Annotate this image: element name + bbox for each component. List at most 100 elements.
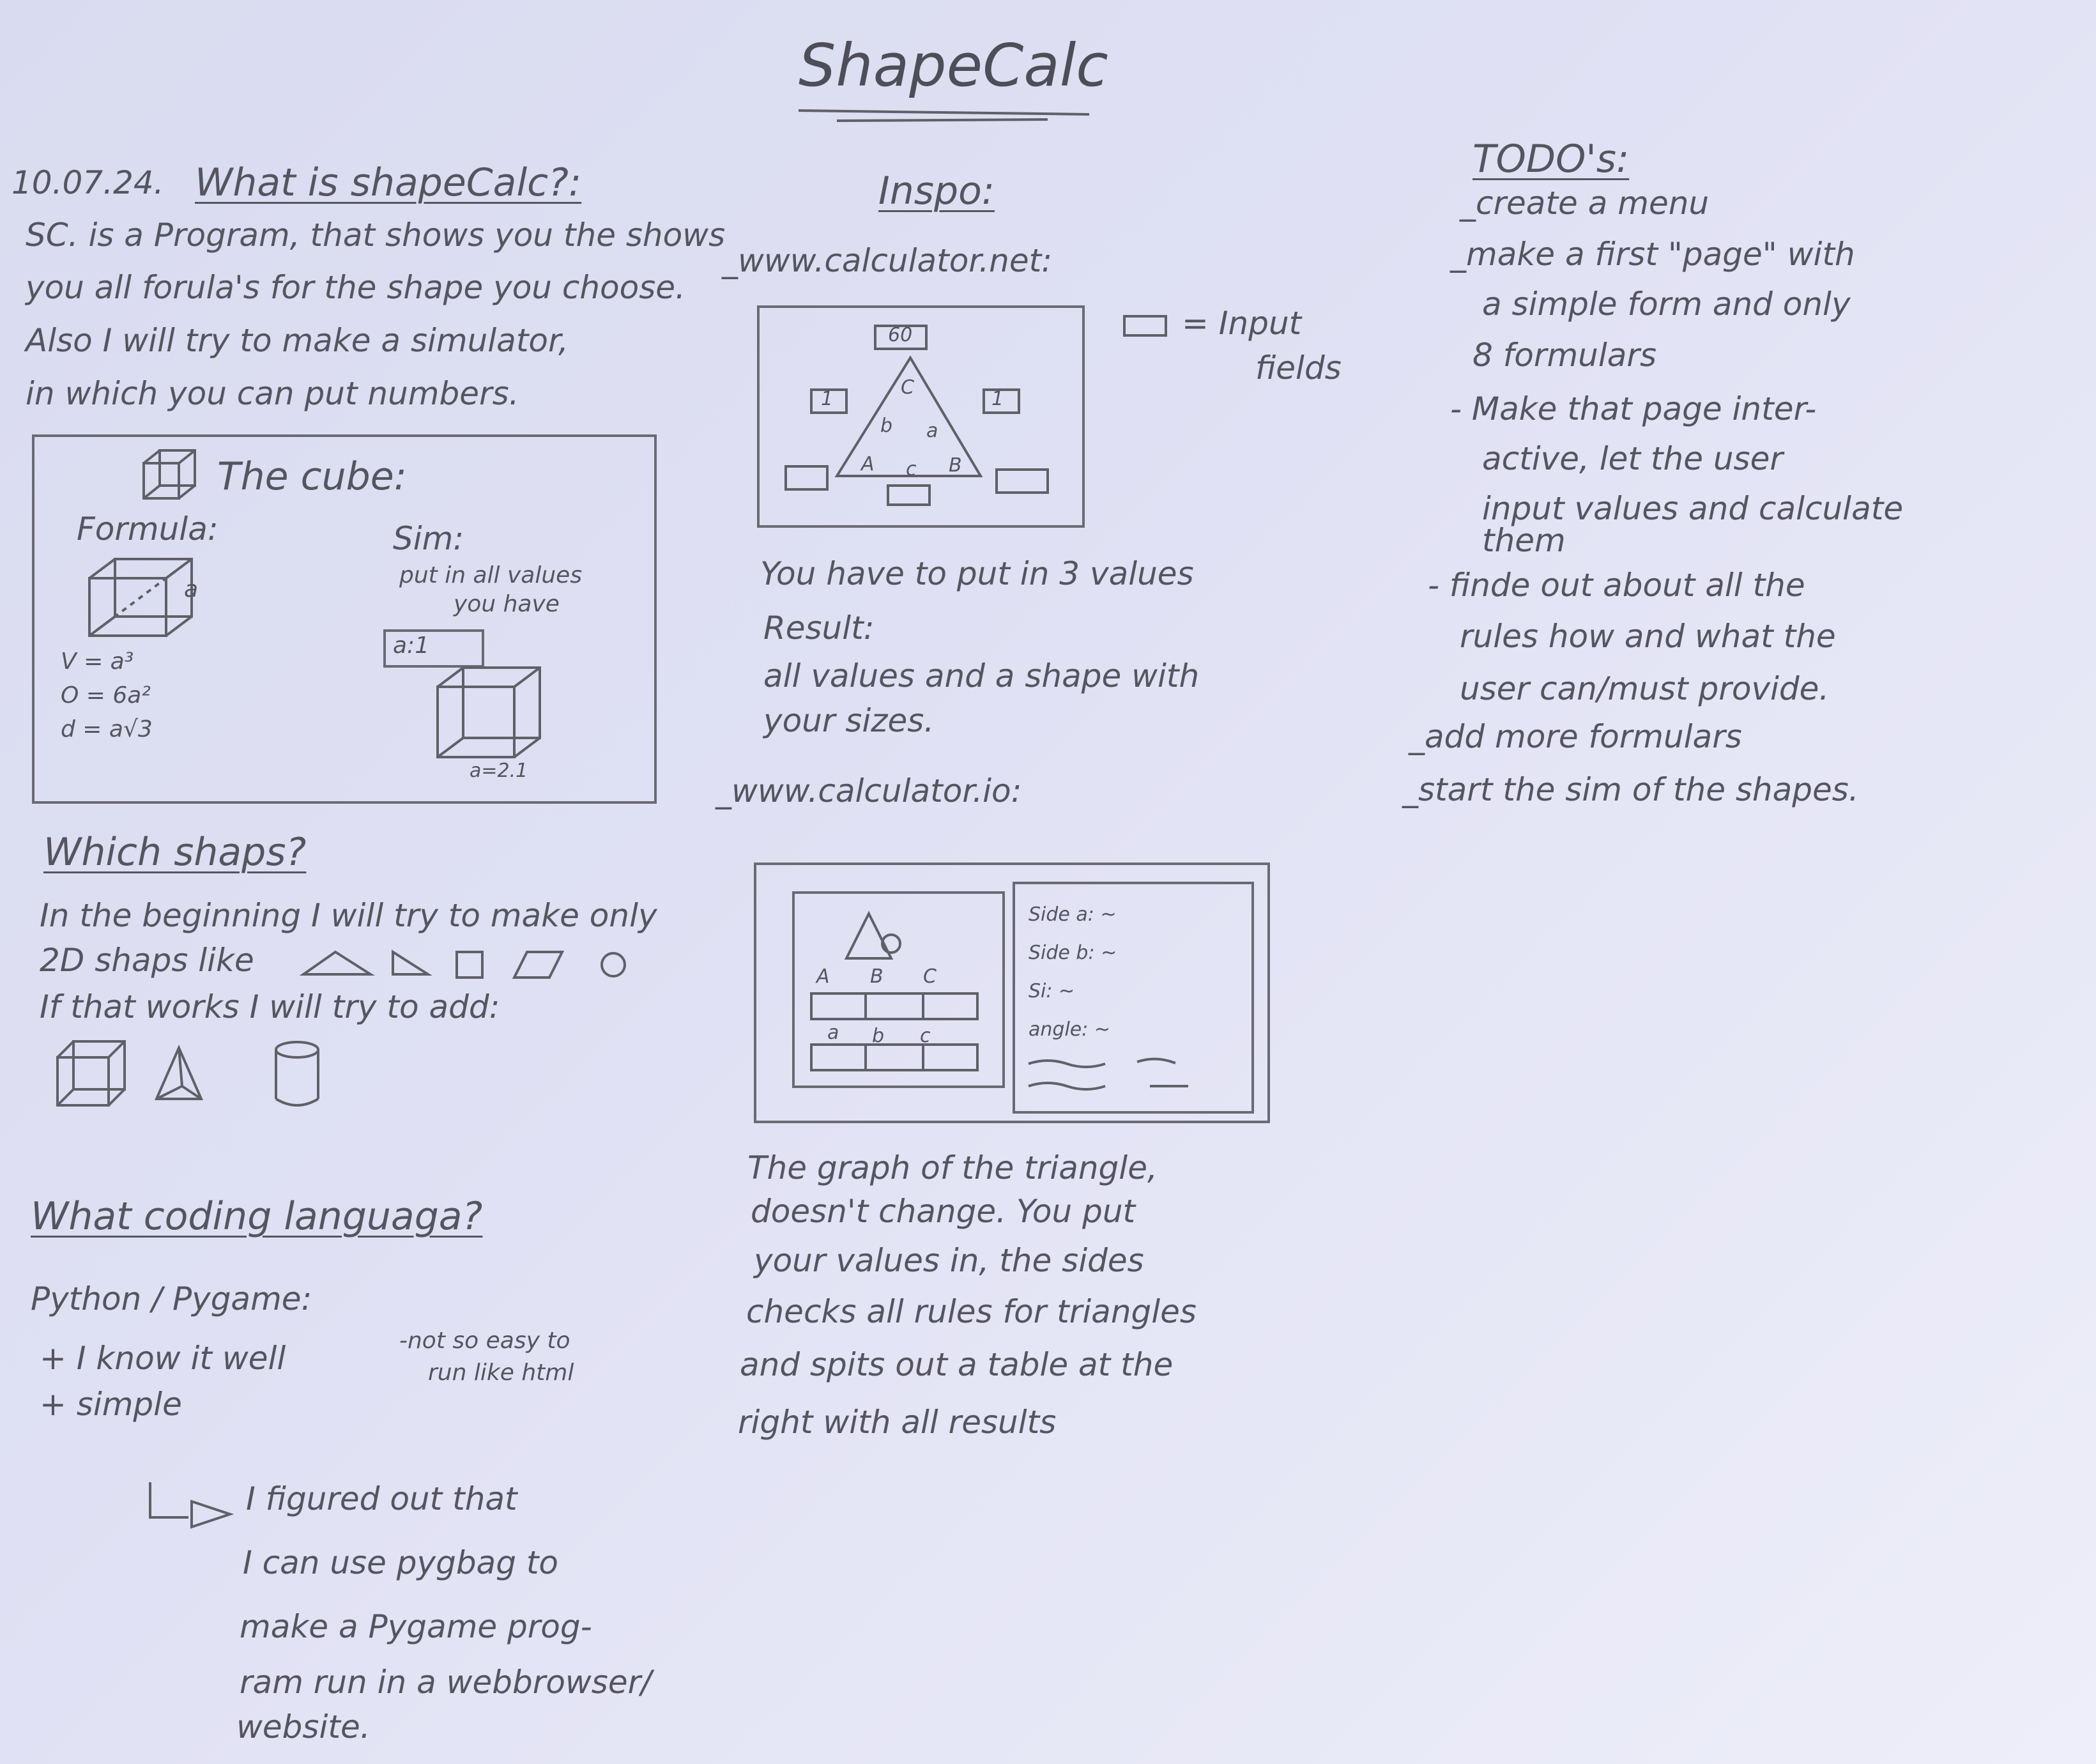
site2-note: right with all results: [738, 1404, 1057, 1441]
cube-3d-icon: [56, 1040, 126, 1107]
todo-line: rules how and what the: [1460, 618, 1836, 655]
site2-input-sketch: [810, 910, 979, 1071]
section-heading-what-is: What is shapeCalc?:: [195, 160, 582, 205]
vertex-label: C: [901, 376, 914, 399]
language-pro: + simple: [40, 1386, 182, 1423]
site2-angle-label: A: [816, 965, 830, 988]
todo-line: them: [1482, 522, 1566, 559]
cube-edge-label: a: [184, 576, 199, 602]
cube-title: The cube:: [217, 454, 407, 499]
language-con: run like html: [428, 1360, 574, 1386]
language-note: I figured out that: [246, 1480, 517, 1517]
side-label: a: [926, 420, 938, 442]
site2-sketch-frame: [754, 863, 1270, 1123]
formula-diagonal: d = a√3: [61, 716, 153, 742]
legend-text: = Input: [1182, 305, 1302, 342]
site1-right-value: 1: [991, 388, 1004, 410]
site1-note: all values and a shape with: [763, 657, 1200, 694]
todo-line: 8 formulars: [1473, 337, 1656, 374]
arrow-icon: [149, 1482, 234, 1529]
page-title: ShapeCalc: [799, 31, 1108, 100]
todo-line: input values and calculate: [1482, 490, 1904, 527]
section-heading-shapes: Which shaps?: [43, 830, 307, 875]
parallelogram-icon: [512, 951, 565, 979]
formula-label: Formula:: [77, 510, 218, 548]
title-underline: [798, 109, 1090, 122]
site2-side-label: a: [827, 1022, 839, 1044]
todo-line: _make a first "page" with: [1450, 236, 1855, 273]
site1-triangle-sketch: [784, 325, 1049, 506]
site2-result-row: Side b: ~: [1029, 942, 1117, 964]
language-note: make a Pygame prog-: [240, 1608, 592, 1645]
site2-results-panel: [1013, 882, 1254, 1114]
site1-note: Result:: [763, 610, 875, 647]
site2-result-scribbles: [1028, 1057, 1188, 1091]
todo-line: - finde out about all the: [1428, 567, 1805, 604]
site1-note: your sizes.: [763, 702, 935, 739]
shapes-line: 2D shaps like: [40, 942, 254, 979]
todo-line: active, let the user: [1482, 440, 1783, 477]
input-field-legend-icon: [1123, 315, 1167, 337]
formula-surface: O = 6a²: [61, 682, 151, 709]
3d-shapes-icons: [56, 1040, 319, 1107]
site2-note: checks all rules for triangles: [746, 1293, 1197, 1330]
todo-line: user can/must provide.: [1460, 670, 1830, 707]
section-heading-todos: TODO's:: [1473, 137, 1630, 181]
formula-volume: V = a³: [61, 648, 134, 675]
square-icon: [455, 951, 484, 979]
pyramid-icon: [154, 1045, 204, 1100]
sim-input-field: [383, 629, 484, 668]
site2-side-label: b: [872, 1025, 885, 1047]
sim-input-value: a:1: [393, 633, 430, 659]
triangle-icon: [299, 950, 375, 976]
site2-result-row: angle: ~: [1029, 1018, 1111, 1041]
legend-text: fields: [1255, 349, 1342, 387]
shapes-line: In the beginning I will try to make only: [40, 897, 657, 934]
inspo-site-2: _www.calculator.io:: [715, 772, 1022, 809]
todo-line: a simple form and only: [1482, 286, 1851, 323]
site2-input-panel: [792, 891, 1005, 1088]
site2-note: doesn't change. You put: [751, 1193, 1136, 1230]
side-label: b: [880, 415, 893, 437]
site2-note: and spits out a table at the: [740, 1346, 1174, 1383]
cube-section-box: [32, 434, 657, 804]
intro-line: Also I will try to make a simulator,: [26, 322, 569, 359]
inspo-site-1: _www.calculator.net:: [722, 242, 1053, 279]
sim-cube-drawing: [436, 666, 541, 758]
intro-line: SC. is a Program, that shows you the sho…: [26, 217, 726, 254]
side-label: c: [906, 458, 917, 480]
todo-line: _add more formulars: [1409, 718, 1742, 755]
circle-icon: [600, 952, 626, 978]
site1-sketch-frame: [757, 305, 1085, 528]
right-triangle-icon: [392, 949, 432, 976]
section-heading-inspo: Inspo:: [878, 169, 995, 213]
todo-line: - Make that page inter-: [1450, 390, 1817, 427]
language-option: Python / Pygame:: [31, 1280, 312, 1317]
vertex-label: A: [861, 453, 875, 475]
todo-line: _create a menu: [1460, 185, 1710, 222]
cylinder-icon: [275, 1041, 319, 1107]
sim-label: Sim:: [393, 520, 464, 557]
site2-note: The graph of the triangle,: [747, 1149, 1158, 1186]
site2-side-label: c: [920, 1025, 931, 1047]
language-con: -not so easy to: [399, 1328, 570, 1354]
shapes-line: If that works I will try to add:: [40, 988, 500, 1025]
site2-note: your values in, the sides: [754, 1242, 1144, 1279]
todo-line: _start the sim of the shapes.: [1402, 771, 1859, 808]
site1-left-value: 1: [821, 388, 834, 410]
cube-formula-drawing: [88, 558, 193, 637]
site2-angle-label: C: [923, 965, 937, 988]
intro-line: in which you can put numbers.: [26, 375, 519, 412]
language-note: I can use pygbag to: [243, 1544, 559, 1581]
section-heading-language: What coding languaga?: [31, 1194, 483, 1239]
site1-top-value: 60: [888, 324, 913, 346]
cube-icon: [142, 449, 196, 500]
language-note: ram run in a webbrowser/: [240, 1664, 652, 1701]
site2-result-row: Si: ~: [1029, 980, 1075, 1002]
sim-text: you have: [454, 591, 560, 617]
2d-shapes-icons: [299, 949, 626, 979]
date: 10.07.24.: [11, 164, 164, 201]
intro-line: you all forula's for the shape you choos…: [26, 269, 685, 306]
sim-result: a=2.1: [470, 760, 528, 782]
